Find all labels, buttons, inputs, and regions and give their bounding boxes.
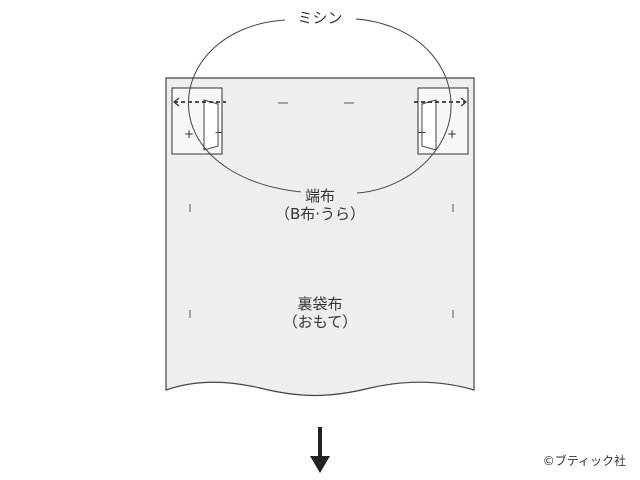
plus-mark-right: +: [446, 127, 458, 141]
lining-label-line2: （おもて）: [282, 313, 358, 331]
stitch-arrow-left-icon: [173, 97, 180, 107]
callout-ellipse-right: [355, 18, 452, 194]
stitch-label: ミシン: [286, 9, 354, 27]
copyright-icon: ©: [542, 454, 555, 468]
lining-label: 裏袋布 （おもて）: [260, 295, 380, 331]
end-cloth-label-line1: 端布: [300, 187, 339, 205]
lining-label-line1: 裏袋布: [297, 295, 343, 313]
arrow-down-icon: [310, 427, 330, 473]
end-cloth-label-line2: （B布·うら）: [274, 205, 366, 223]
end-cloth-left-fold: [203, 99, 219, 151]
end-cloth-label: 端布 （B布·うら）: [260, 187, 380, 223]
minus-mark-left: −: [214, 126, 224, 139]
stitch-arrow-right-icon: [460, 97, 467, 107]
lining-panel: [165, 77, 475, 397]
credit-text: ブティック社: [554, 454, 626, 468]
minus-mark-right: −: [417, 126, 427, 139]
plus-mark-left: +: [183, 127, 195, 141]
end-cloth-right-fold: [421, 99, 437, 151]
copyright-credit: ©ブティック社: [543, 452, 626, 469]
callout-ellipse: [188, 19, 316, 194]
